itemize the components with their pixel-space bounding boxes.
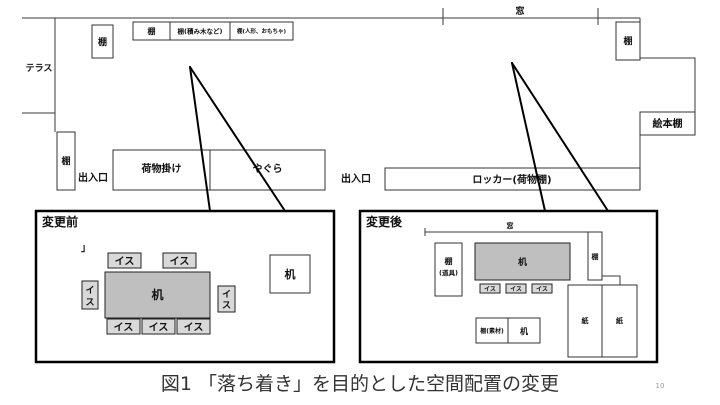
material-shelf	[475, 317, 509, 344]
after-chair-1	[479, 283, 501, 294]
chair-right-label-1: イ	[222, 289, 231, 300]
picture-book-shelf-label: 絵本棚	[653, 117, 683, 130]
stray-mark: 」	[81, 243, 91, 254]
callout-before-left	[189, 66, 211, 212]
after-chair-1-label: イス	[484, 286, 496, 293]
after-window-label: 窓	[507, 221, 514, 230]
shelf-row-2-label: 棚(積み木など)	[178, 27, 223, 36]
chair-left-label-2: ス	[85, 297, 94, 308]
callout-after-left	[511, 62, 546, 212]
small-desk-label: 机	[520, 326, 528, 336]
side-desk-label: 机	[285, 267, 296, 281]
callout-after-right	[511, 62, 609, 212]
shelf-top-right-label: 棚	[623, 35, 632, 47]
after-title: 変更後	[366, 214, 403, 229]
chair-bottom-1	[106, 318, 141, 335]
tool-shelf-label-1: 棚	[445, 256, 453, 266]
chair-left	[81, 280, 99, 310]
before-panel: 変更前 」 イス イス イ ス 机 イ ス イス イス イス 机	[34, 209, 336, 364]
entrance-left-label: 出入口	[78, 171, 108, 184]
chair-top-1	[107, 252, 142, 269]
after-chair-2-label: イス	[510, 286, 522, 293]
material-shelf-label: 棚(素材)	[480, 327, 504, 335]
tool-shelf-label-2: (道具)	[439, 268, 458, 277]
picture-book-shelf	[639, 111, 696, 136]
after-window-wall	[424, 228, 588, 236]
after-desk	[474, 242, 571, 281]
terrace-wall	[22, 18, 56, 132]
chair-bottom-2	[141, 318, 176, 335]
terrace-label: テラス	[26, 63, 53, 74]
before-title: 変更前	[42, 214, 78, 229]
shelf-bottom-left-label: 棚	[61, 155, 70, 167]
side-desk	[269, 254, 311, 294]
chair-left-label-1: イ	[85, 285, 94, 296]
window-label: 窓	[515, 5, 524, 17]
callout-before-right	[189, 66, 286, 212]
shelf-row-3	[229, 21, 294, 41]
after-desk-label: 机	[518, 256, 527, 268]
right-wall-upper	[639, 18, 696, 112]
paper-area-1	[567, 284, 603, 358]
after-shelf	[587, 231, 603, 281]
shelf-top-left	[91, 24, 114, 59]
figure-caption: 図1 「落ち着き」を目的とした空間配置の変更	[161, 373, 559, 395]
desk	[104, 271, 211, 319]
shelf-bottom-left	[56, 131, 76, 191]
after-right-wall	[602, 275, 621, 285]
chair-top-1-label: イス	[115, 256, 135, 268]
luggage-hooks-area	[112, 149, 211, 191]
shelf-row-3-label: 棚(人形、おもちゃ)	[237, 27, 287, 35]
chair-top-2	[162, 252, 197, 269]
after-chair-3-label: イス	[536, 286, 548, 293]
after-shelf-label: 棚	[592, 252, 599, 261]
entrance-right-label: 出入口	[341, 172, 371, 185]
luggage-hooks-label: 荷物掛け	[141, 162, 182, 175]
chair-bottom-3	[176, 318, 211, 335]
chair-right	[217, 285, 236, 313]
paper-area-2	[601, 284, 638, 358]
page-number: 10	[656, 382, 665, 390]
chair-bottom-1-label: イス	[114, 322, 134, 334]
after-chair-2	[505, 283, 527, 294]
chair-right-label-2: ス	[222, 300, 231, 311]
desk-label: 机	[151, 287, 163, 302]
after-chair-3	[531, 283, 553, 294]
chair-bottom-2-label: イス	[149, 322, 169, 334]
chair-bottom-3-label: イス	[184, 322, 204, 334]
paper-area-1-label: 紙	[582, 316, 589, 325]
locker-area	[384, 167, 641, 191]
small-desk	[507, 317, 541, 344]
locker-label: ロッカー(荷物棚)	[472, 173, 551, 186]
paper-area-2-label: 紙	[616, 316, 623, 325]
shelf-top-right	[615, 21, 641, 61]
callout-lines	[189, 62, 609, 212]
floor-plan-overview: 窓 テラス 棚 棚 棚(積み木など) 棚(人形、おもちゃ) 棚 絵本棚 棚 出入…	[22, 5, 696, 191]
shelf-top-left-label: 棚	[98, 36, 107, 48]
shelf-row-1-label: 棚	[148, 26, 156, 36]
after-panel: 変更後 窓 棚 棚 (道具) 机 イス イス イス 棚(素材) 机 紙 紙	[358, 209, 659, 364]
chair-top-2-label: イス	[170, 256, 190, 268]
tool-shelf	[434, 242, 463, 297]
